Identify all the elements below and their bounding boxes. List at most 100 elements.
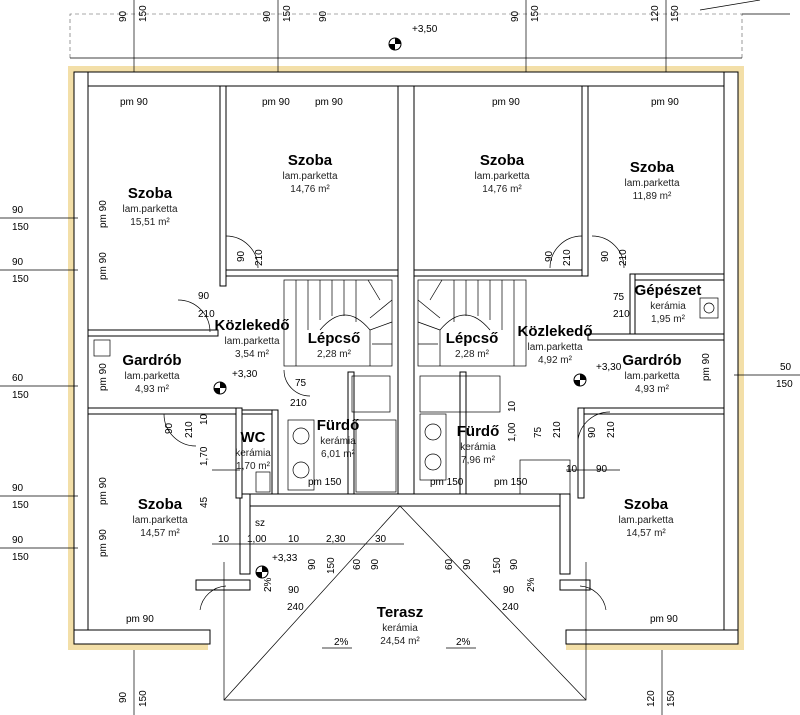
room-name: Közlekedő — [517, 323, 592, 340]
room-area: 4,93 m² — [135, 384, 170, 395]
dimension-label: 90 — [12, 205, 24, 216]
dimension-label: pm 90 — [98, 252, 109, 280]
terrace-outline — [223, 505, 587, 701]
level-label: +3,33 — [272, 553, 298, 564]
dimension-label: pm 90 — [98, 363, 109, 391]
dimension-label: 150 — [12, 274, 29, 285]
room-area: 14,57 m² — [626, 528, 666, 539]
room-material: lam.parketta — [124, 371, 179, 382]
dimension-label: 90 — [164, 422, 175, 434]
dimension-label: pm 90 — [651, 97, 679, 108]
room-name: Gépészet — [635, 282, 702, 299]
room-material: lam.parketta — [624, 371, 679, 382]
room-area: 2,28 m² — [317, 349, 352, 360]
dimension-label: 150 — [666, 690, 677, 707]
room-name: Lépcső — [446, 330, 499, 347]
dimension-label: 2% — [526, 577, 537, 592]
level-label: +3,50 — [412, 24, 438, 35]
dimension-label: pm 90 — [98, 200, 109, 228]
dimension-label: 150 — [12, 552, 29, 563]
dimension-label: 2% — [263, 577, 274, 592]
dimension-label: 90 — [307, 558, 318, 570]
room-lepcso-right: Lépcső 2,28 m² — [446, 330, 499, 360]
room-name: Szoba — [288, 152, 333, 169]
dimension-label: 75 — [295, 378, 307, 389]
dimension-label: 120 — [650, 5, 661, 22]
door-swings — [163, 235, 625, 611]
room-material: lam.parketta — [132, 515, 187, 526]
dimension-label: 150 — [776, 379, 793, 390]
dimension-label: 10 — [199, 413, 210, 425]
room-area: 2,28 m² — [455, 349, 490, 360]
room-material: kerámia — [320, 436, 356, 447]
level-markers — [213, 37, 587, 579]
levels-layer: +3,50+3,30+3,30+3,33 — [232, 24, 622, 564]
dimension-label: 2% — [456, 637, 471, 648]
bath-fixtures — [93, 297, 719, 495]
room-material: lam.parketta — [474, 171, 529, 182]
dimension-label: 150 — [12, 390, 29, 401]
dimension-label: 90 — [587, 426, 598, 438]
dimension-label: pm 90 — [98, 529, 109, 557]
dimension-label: pm 90 — [120, 97, 148, 108]
room-name: Közlekedő — [214, 317, 289, 334]
dimension-label: 90 — [236, 250, 247, 262]
dimension-label: 90 — [370, 558, 381, 570]
dimension-label: 90 — [318, 10, 329, 22]
dimension-label: 150 — [138, 690, 149, 707]
room-material: lam.parketta — [527, 342, 582, 353]
dimension-label: pm 150 — [430, 477, 464, 488]
dimension-label: 45 — [199, 496, 210, 508]
room-area: 6,01 m² — [321, 449, 356, 460]
room-name: Terasz — [377, 604, 423, 621]
stairs-right — [417, 279, 527, 367]
dimension-label: 150 — [530, 5, 541, 22]
room-name: Gardrób — [122, 352, 181, 369]
dimension-label: 90 — [510, 10, 521, 22]
room-area: 4,92 m² — [538, 355, 573, 366]
room-material: kerámia — [650, 301, 686, 312]
dimension-label: 90 — [600, 250, 611, 262]
room-material: kerámia — [460, 442, 496, 453]
dimension-label: 210 — [552, 421, 563, 438]
dimension-label: 2% — [334, 637, 349, 648]
dimension-label: 10 — [288, 534, 300, 545]
dimension-label: 60 — [444, 558, 455, 570]
walls — [73, 71, 739, 645]
room-area: 14,76 m² — [482, 184, 522, 195]
dimension-label: 75 — [613, 292, 625, 303]
room-name: Szoba — [128, 185, 173, 202]
dimension-label: 90 — [462, 558, 473, 570]
dimension-label: pm 90 — [126, 614, 154, 625]
room-area: 14,76 m² — [290, 184, 330, 195]
dimension-label: 30 — [375, 534, 387, 545]
dimension-label: 1,00 — [247, 534, 267, 545]
room-area: 24,54 m² — [380, 636, 420, 647]
dimension-label: 1,70 — [199, 446, 210, 466]
room-material: lam.parketta — [122, 204, 177, 215]
dimension-label: 90 — [288, 585, 300, 596]
stairs-left — [283, 279, 393, 367]
dimension-label: 2,30 — [326, 534, 346, 545]
room-area: 14,57 m² — [140, 528, 180, 539]
room-material: lam.parketta — [282, 171, 337, 182]
room-kozlekedo-right: Közlekedő lam.parketta 4,92 m² — [517, 323, 592, 366]
room-name: Szoba — [624, 496, 669, 513]
room-name: Szoba — [480, 152, 525, 169]
level-label: +3,30 — [232, 369, 258, 380]
dimension-label: 90 — [118, 691, 129, 703]
dimension-label: 60 — [12, 373, 24, 384]
dimension-label: 210 — [184, 421, 195, 438]
dimension-label: pm 150 — [494, 477, 528, 488]
dimension-label: 210 — [198, 309, 215, 320]
room-name: Fürdő — [457, 423, 500, 440]
dimension-label: 150 — [492, 557, 503, 574]
